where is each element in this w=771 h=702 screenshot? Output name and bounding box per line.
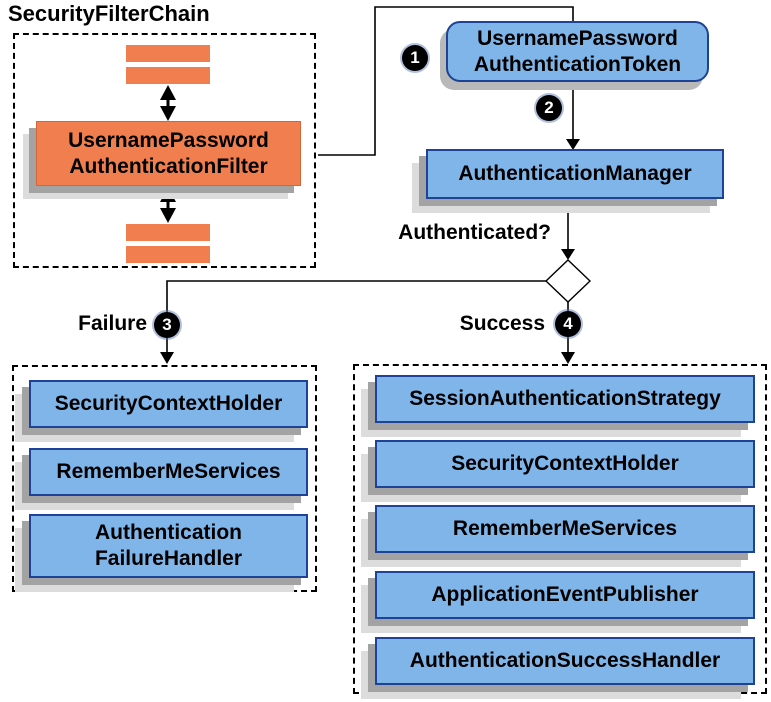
manager-label: AuthenticationManager xyxy=(458,162,692,185)
filter-label-line1: UsernamePassword xyxy=(68,128,269,152)
node-label: SecurityContextHolder xyxy=(451,452,679,475)
failure-handlers-dashed-box xyxy=(12,365,317,592)
failure-branch-arrowhead xyxy=(160,352,174,364)
node-label: SecurityContextHolder xyxy=(54,392,283,415)
application-event-publisher-node: ApplicationEventPublisher xyxy=(375,571,755,619)
filter-chain-dashed-box xyxy=(13,33,316,268)
username-password-authentication-token-node: UsernamePassword AuthenticationToken xyxy=(446,21,709,82)
success-handlers-dashed-box xyxy=(353,364,767,694)
success-remember-me-services-node: RememberMeServices xyxy=(375,505,755,553)
authentication-failure-handler-node: Authentication FailureHandler xyxy=(29,514,308,578)
success-branch-arrowhead xyxy=(561,352,575,364)
node-label-line2: FailureHandler xyxy=(94,547,243,570)
token-label-line1: UsernamePassword xyxy=(477,26,678,50)
filter-bar-2 xyxy=(126,67,210,84)
session-authentication-strategy-node: SessionAuthenticationStrategy xyxy=(375,375,755,423)
step-2-badge: 2 xyxy=(536,95,562,121)
arrow-manager-to-decision-head xyxy=(561,249,575,260)
node-label: RememberMeServices xyxy=(56,460,281,483)
authentication-manager-node: AuthenticationManager xyxy=(426,149,724,199)
token-label-line2: AuthenticationToken xyxy=(473,52,682,76)
success-label: Success xyxy=(459,312,545,335)
node-label: ApplicationEventPublisher xyxy=(431,583,699,606)
step-4-badge: 4 xyxy=(555,311,581,337)
step-1-badge: 1 xyxy=(402,45,428,71)
node-label: AuthenticationSuccessHandler xyxy=(409,649,721,672)
decision-diamond xyxy=(544,259,592,303)
authenticated-question-label: Authenticated? xyxy=(398,221,551,244)
filter-bar-3 xyxy=(126,224,210,241)
failure-security-context-holder-node: SecurityContextHolder xyxy=(29,380,308,428)
filter-bar-4 xyxy=(126,246,210,263)
username-password-authentication-filter-node: UsernamePassword AuthenticationFilter xyxy=(36,121,301,186)
step-3-badge: 3 xyxy=(154,312,180,338)
diagram-title: SecurityFilterChain xyxy=(8,1,210,26)
failure-label: Failure xyxy=(78,312,147,335)
node-label: Authentication xyxy=(95,521,242,544)
success-security-context-holder-node: SecurityContextHolder xyxy=(375,440,755,488)
filter-bar-1 xyxy=(126,45,210,62)
failure-remember-me-services-node: RememberMeServices xyxy=(29,448,308,496)
authentication-success-handler-node: AuthenticationSuccessHandler xyxy=(375,637,755,685)
node-label: RememberMeServices xyxy=(452,517,678,540)
filter-label-line2: AuthenticationFilter xyxy=(69,154,268,178)
node-label: SessionAuthenticationStrategy xyxy=(409,387,721,410)
